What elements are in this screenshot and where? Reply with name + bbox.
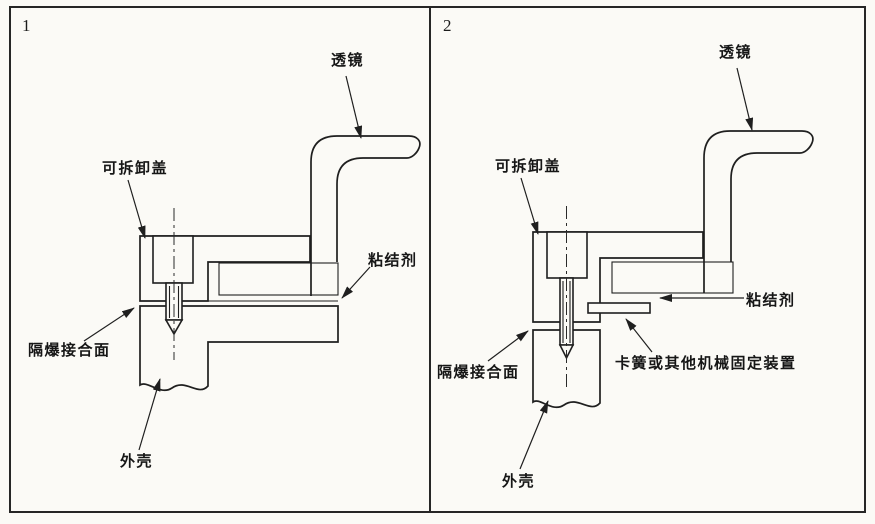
panel2-clip-leader — [625, 318, 653, 353]
panel2-joint-leader — [487, 330, 529, 362]
panel2-enclosure-section — [532, 329, 601, 409]
panel-1-drawing — [83, 75, 421, 451]
panel2-enclosure-label: 外壳 — [502, 472, 536, 490]
panel1-cover-leader — [127, 179, 146, 239]
panel1-adhesive-label: 粘结剂 — [368, 251, 418, 269]
panel2-cover-leader — [520, 177, 539, 235]
panel1-adhesive-leader — [341, 266, 371, 299]
panel2-number: 2 — [443, 16, 452, 35]
panel2-adhesive-label: 粘结剂 — [746, 291, 796, 309]
panel2-bolt — [546, 206, 588, 388]
panel-divider-line — [429, 6, 431, 513]
panel2-removable-cover-label: 可拆卸盖 — [495, 157, 562, 175]
panel2-removable-cover-section — [532, 231, 704, 323]
panel2-clip — [587, 302, 651, 314]
panel1-bolt — [152, 208, 194, 360]
panel1-flameproof-joint-label: 隔爆接合面 — [28, 341, 111, 359]
panel1-leader-lines — [83, 75, 371, 451]
panel1-lens-profile — [218, 135, 421, 296]
panel2-leader-lines — [487, 67, 754, 470]
panel1-enclosure-leader — [138, 378, 161, 451]
panel2-lens-label: 透镜 — [719, 43, 753, 61]
panel1-joint-leader — [83, 307, 135, 342]
panel2-flameproof-joint-label: 隔爆接合面 — [437, 363, 520, 381]
figure-border — [9, 6, 866, 513]
panel2-enclosure-leader — [519, 400, 549, 470]
panel1-lens-label: 透镜 — [331, 51, 365, 69]
panel1-number: 1 — [22, 16, 31, 35]
panel2-clip-label: 卡簧或其他机械固定装置 — [615, 354, 797, 372]
panel2-lens-leader — [736, 67, 754, 131]
panel2-lens-profile — [611, 130, 814, 294]
panel1-lens-leader — [345, 75, 363, 139]
panel1-removable-cover-label: 可拆卸盖 — [102, 159, 169, 177]
panel1-enclosure-label: 外壳 — [120, 452, 154, 470]
panel-2-drawing — [487, 67, 814, 470]
panel1-enclosure-section — [139, 305, 339, 392]
